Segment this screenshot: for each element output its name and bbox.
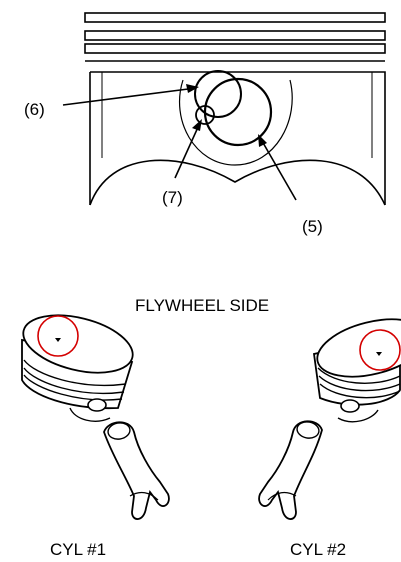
leader-line-7 (174, 119, 202, 179)
callout-label-7: (7) (162, 188, 183, 207)
callout-label-5: (5) (302, 217, 323, 236)
piston-pin-bore-6 (194, 70, 242, 118)
piston-assembly-cyl2 (258, 318, 401, 520)
flywheel-side-label: FLYWHEEL SIDE (135, 296, 270, 315)
piston-assembly-cyl1 (21, 314, 170, 520)
piston-ring-land-1 (84, 12, 386, 23)
piston-skirt (89, 71, 386, 205)
cylinder-1-label: CYL #1 (50, 540, 107, 559)
highlight-circle-cyl1 (37, 315, 79, 357)
leader-line-5 (258, 134, 297, 201)
piston-crown-cyl1 (22, 314, 134, 374)
cylinder-2-label: CYL #2 (290, 540, 347, 559)
piston-pin-bore-5 (203, 77, 273, 147)
piston-oil-hole-7 (195, 105, 215, 125)
piston-detail (62, 12, 386, 206)
piston-ring-land-2 (84, 30, 386, 41)
callout-label-6: (6) (24, 100, 45, 119)
arrow-mark-cyl1 (55, 338, 61, 342)
piston-crown-cyl2 (316, 318, 401, 378)
connecting-rod-cyl1 (103, 421, 170, 520)
highlight-circle-cyl2 (359, 329, 401, 371)
leader-line-6 (62, 84, 199, 106)
arrow-mark-cyl2 (376, 352, 382, 356)
piston-ring-land-3 (84, 43, 386, 54)
